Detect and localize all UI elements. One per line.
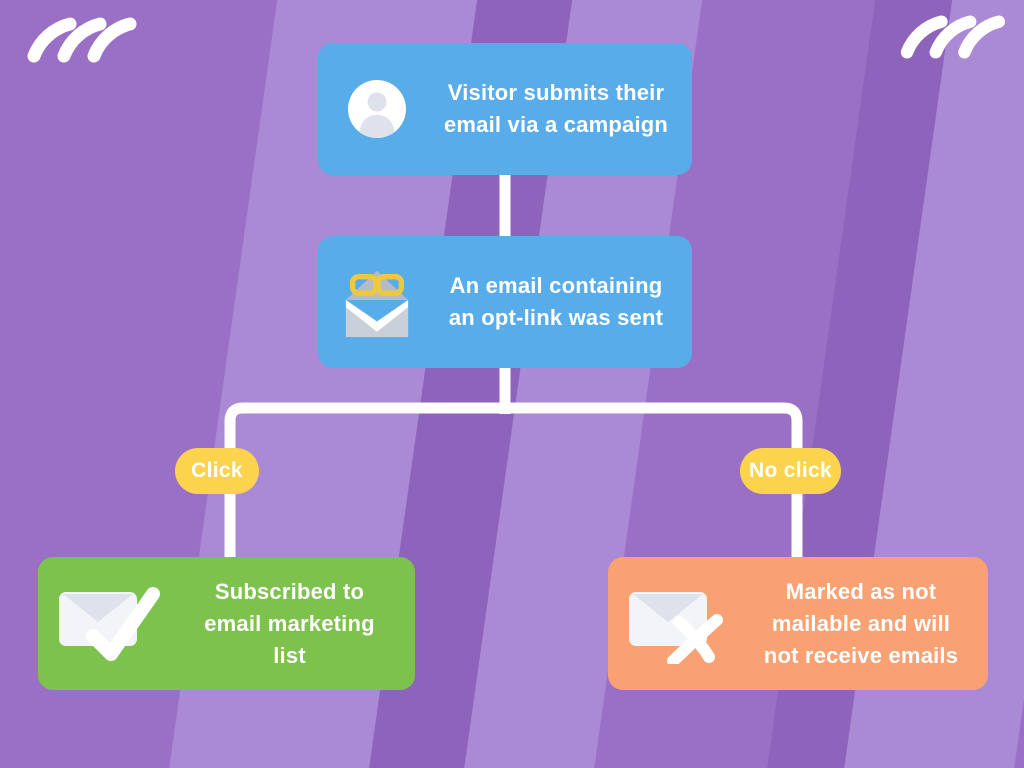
flow-node-label: Visitor submits their email via a campai… <box>443 80 669 137</box>
three-stripes-logo <box>27 17 137 63</box>
three-stripes-logo <box>900 15 1006 59</box>
branch-label-text: Click <box>191 459 243 482</box>
flow-node-label: Marked as not mailable and will not rece… <box>763 578 959 668</box>
email-link-icon <box>318 261 436 343</box>
email-check-icon <box>38 584 180 664</box>
flow-node-label: Subscribed to email marketing list <box>204 578 375 668</box>
flow-node-label: An email containing an opt-link was sent <box>448 273 664 330</box>
person-icon <box>318 79 436 139</box>
flow-node-subscribed: Subscribed to email marketing list <box>38 557 415 690</box>
flow-node-not-mailable: Marked as not mailable and will not rece… <box>608 557 988 690</box>
flow-node-email-sent: An email containing an opt-link was sent <box>318 236 692 368</box>
branch-label-no-click: No click <box>740 448 841 494</box>
email-x-icon <box>608 584 750 664</box>
branch-label-click: Click <box>175 448 259 494</box>
branch-label-text: No click <box>749 459 832 482</box>
flow-node-start: Visitor submits their email via a campai… <box>318 43 692 175</box>
connector-branch-bar <box>224 402 803 562</box>
